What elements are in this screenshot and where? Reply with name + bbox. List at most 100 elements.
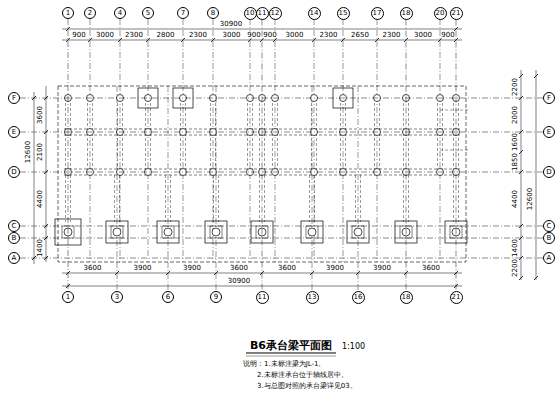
axis-bubble: 15: [337, 7, 350, 20]
axis-number: 11: [258, 10, 267, 17]
ground-beam: [355, 175, 356, 222]
note-text: 3.与总图对照的承台梁详见03。: [257, 383, 357, 390]
axis-line: [440, 19, 441, 262]
axis-bubble: E: [543, 126, 555, 138]
axis-number: F: [547, 95, 551, 102]
axis-number: 15: [339, 10, 348, 17]
pile-symbol: [308, 228, 316, 236]
dimension-text: 3600: [422, 265, 440, 272]
pile-symbol: [113, 228, 121, 236]
axis-number: 1: [66, 10, 70, 17]
axis-bubble: 16: [352, 291, 365, 304]
ground-beam: [440, 150, 470, 151]
axis-line: [213, 19, 214, 262]
axis-line: [20, 172, 543, 173]
axis-line: [148, 19, 149, 262]
dimension-text: 3600: [84, 265, 102, 272]
axis-line: [20, 258, 543, 259]
axis-bubble: 10: [244, 7, 257, 20]
dimension-text: 900: [263, 32, 276, 39]
dimension-tick: [312, 38, 316, 42]
dimension-tick: [88, 38, 92, 42]
axis-number: C: [547, 223, 552, 230]
axis-number: 21: [452, 294, 461, 301]
axis-bubble: 3: [111, 291, 123, 303]
axis-bubble: 17: [371, 7, 384, 20]
ground-beam: [165, 175, 166, 222]
axis-bubble: 7: [177, 7, 189, 19]
ground-beam: [264, 175, 265, 222]
axis-number: B: [12, 235, 17, 242]
title-underline: [246, 356, 336, 357]
ground-beam: [453, 175, 454, 222]
dimension-text: 4400: [512, 190, 519, 208]
axis-line: [168, 86, 169, 291]
axis-line: [406, 20, 407, 291]
column-base: [162, 226, 174, 238]
drawing-title: B6承台梁平面图: [250, 340, 332, 351]
dimension-tick: [310, 271, 314, 275]
scale-text: 1:100: [342, 343, 365, 351]
axis-number: D: [546, 169, 551, 176]
axis-line: [183, 19, 184, 262]
axis-number: 6: [166, 294, 170, 301]
axis-number: F: [12, 95, 16, 102]
dimension-text: 1400: [512, 239, 519, 257]
axis-number: 10: [246, 10, 255, 17]
dimension-text: 3000: [414, 32, 432, 39]
axis-number: 20: [436, 10, 445, 17]
column-base: [352, 226, 364, 238]
dimension-text: 3000: [223, 32, 241, 39]
dimension-text: 3000: [286, 32, 304, 39]
axis-line: [275, 19, 276, 262]
axis-bubble: D: [543, 166, 555, 178]
dimension-text: 30900: [228, 278, 250, 285]
ground-beam: [65, 175, 66, 222]
axis-number: 4: [118, 10, 122, 17]
axis-number: 17: [373, 10, 382, 17]
axis-line: [20, 132, 543, 133]
dimension-text: 2800: [157, 32, 175, 39]
axis-number: 7: [181, 10, 185, 17]
axis-line: [262, 20, 263, 291]
dimension-text: 2300: [189, 32, 207, 39]
axis-line: [456, 20, 457, 291]
axis-bubble: 12: [269, 7, 282, 20]
column-base: [210, 226, 222, 238]
ground-beam: [314, 175, 315, 222]
dimension-text: 900: [247, 32, 260, 39]
axis-bubble: 2: [84, 7, 96, 19]
axis-bubble: F: [543, 92, 555, 104]
dimension-tick: [146, 38, 150, 42]
pile-cap: [157, 221, 179, 243]
axis-line: [343, 19, 344, 262]
dimension-tick: [341, 38, 345, 42]
dimension-text: 2300: [320, 32, 338, 39]
dimension-text: 1600: [512, 133, 519, 151]
axis-line: [120, 19, 121, 262]
dimension-tick: [248, 38, 252, 42]
dimension-tick: [356, 271, 360, 275]
dimension-tick: [534, 74, 538, 78]
axis-number: 8: [211, 10, 215, 17]
dimension-text: 3900: [183, 265, 201, 272]
axis-line: [68, 19, 69, 291]
axis-bubble: 4: [114, 7, 126, 19]
dimension-tick: [214, 271, 218, 275]
ground-beam: [170, 175, 171, 222]
axis-line: [20, 226, 543, 227]
pile-symbol: [212, 228, 220, 236]
axis-number: 18: [402, 294, 411, 301]
axis-number: 9: [214, 294, 218, 301]
title-underline: [246, 352, 336, 353]
ground-beam: [218, 175, 219, 222]
dimension-text: 3900: [373, 265, 391, 272]
axis-line: [314, 19, 315, 262]
axis-number: 5: [146, 10, 150, 17]
axis-bubble: 11: [256, 291, 269, 304]
axis-bubble: 9: [210, 291, 222, 303]
dimension-tick: [115, 271, 119, 275]
axis-bubble: A: [8, 252, 20, 264]
